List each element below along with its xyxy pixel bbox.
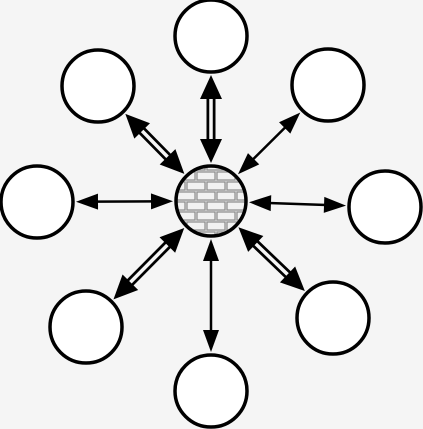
link-left [75,193,174,210]
arrowhead-to-node [323,196,347,213]
hub-outline [174,164,248,238]
brick [216,211,236,221]
link-top-left [125,113,185,174]
link-right [248,195,347,213]
arrowhead-to-hub [159,227,185,253]
arrowhead-to-node [125,113,151,139]
brick [206,201,226,211]
link-shaft-inner [127,242,171,286]
arrowhead-to-node [75,193,99,210]
brick [157,172,175,180]
node-bottom [173,353,249,429]
brick [176,201,186,211]
link-top-right [237,112,301,175]
link-bottom [203,239,219,352]
node-bottom-left [48,289,124,365]
node-left [0,164,75,240]
brick-wall-hub [157,164,265,238]
arrowhead-to-node [203,330,219,352]
arrowhead-to-hub [200,139,222,163]
node-top [173,0,249,74]
brick [247,222,265,230]
link-top [200,75,222,163]
link-bottom-right [238,227,305,292]
arrowhead-to-node [113,274,139,300]
link-shaft-inner [139,127,171,160]
brick [206,221,226,231]
links-layer [75,75,347,352]
arrowhead-to-hub [203,239,219,261]
brick [186,201,206,211]
arrowhead-to-node [279,266,305,292]
brick [186,181,206,191]
link-bottom-left [113,227,185,300]
brick [196,211,216,221]
link-shaft-inner [252,240,291,278]
node-top-right [290,47,366,123]
brick [176,191,196,201]
arrowhead-to-hub [150,193,174,210]
brick [157,212,175,220]
brick [206,181,226,191]
arrowhead-to-hub [248,195,272,212]
brick [216,191,236,201]
arrowhead-to-hub [238,227,264,252]
brick [196,191,216,201]
arrowhead-to-node [200,75,222,99]
link-shaft [251,125,288,162]
node-right [347,169,423,245]
arrowhead-to-hub [159,149,185,174]
link-shaft [268,201,327,207]
arrowhead-to-hub [237,153,260,175]
node-top-left [60,48,136,124]
arrowhead-to-node [279,112,301,134]
brick [196,171,216,181]
brick [236,191,246,201]
node-bottom-right [295,280,371,356]
brick [247,182,265,190]
brick [226,201,246,211]
